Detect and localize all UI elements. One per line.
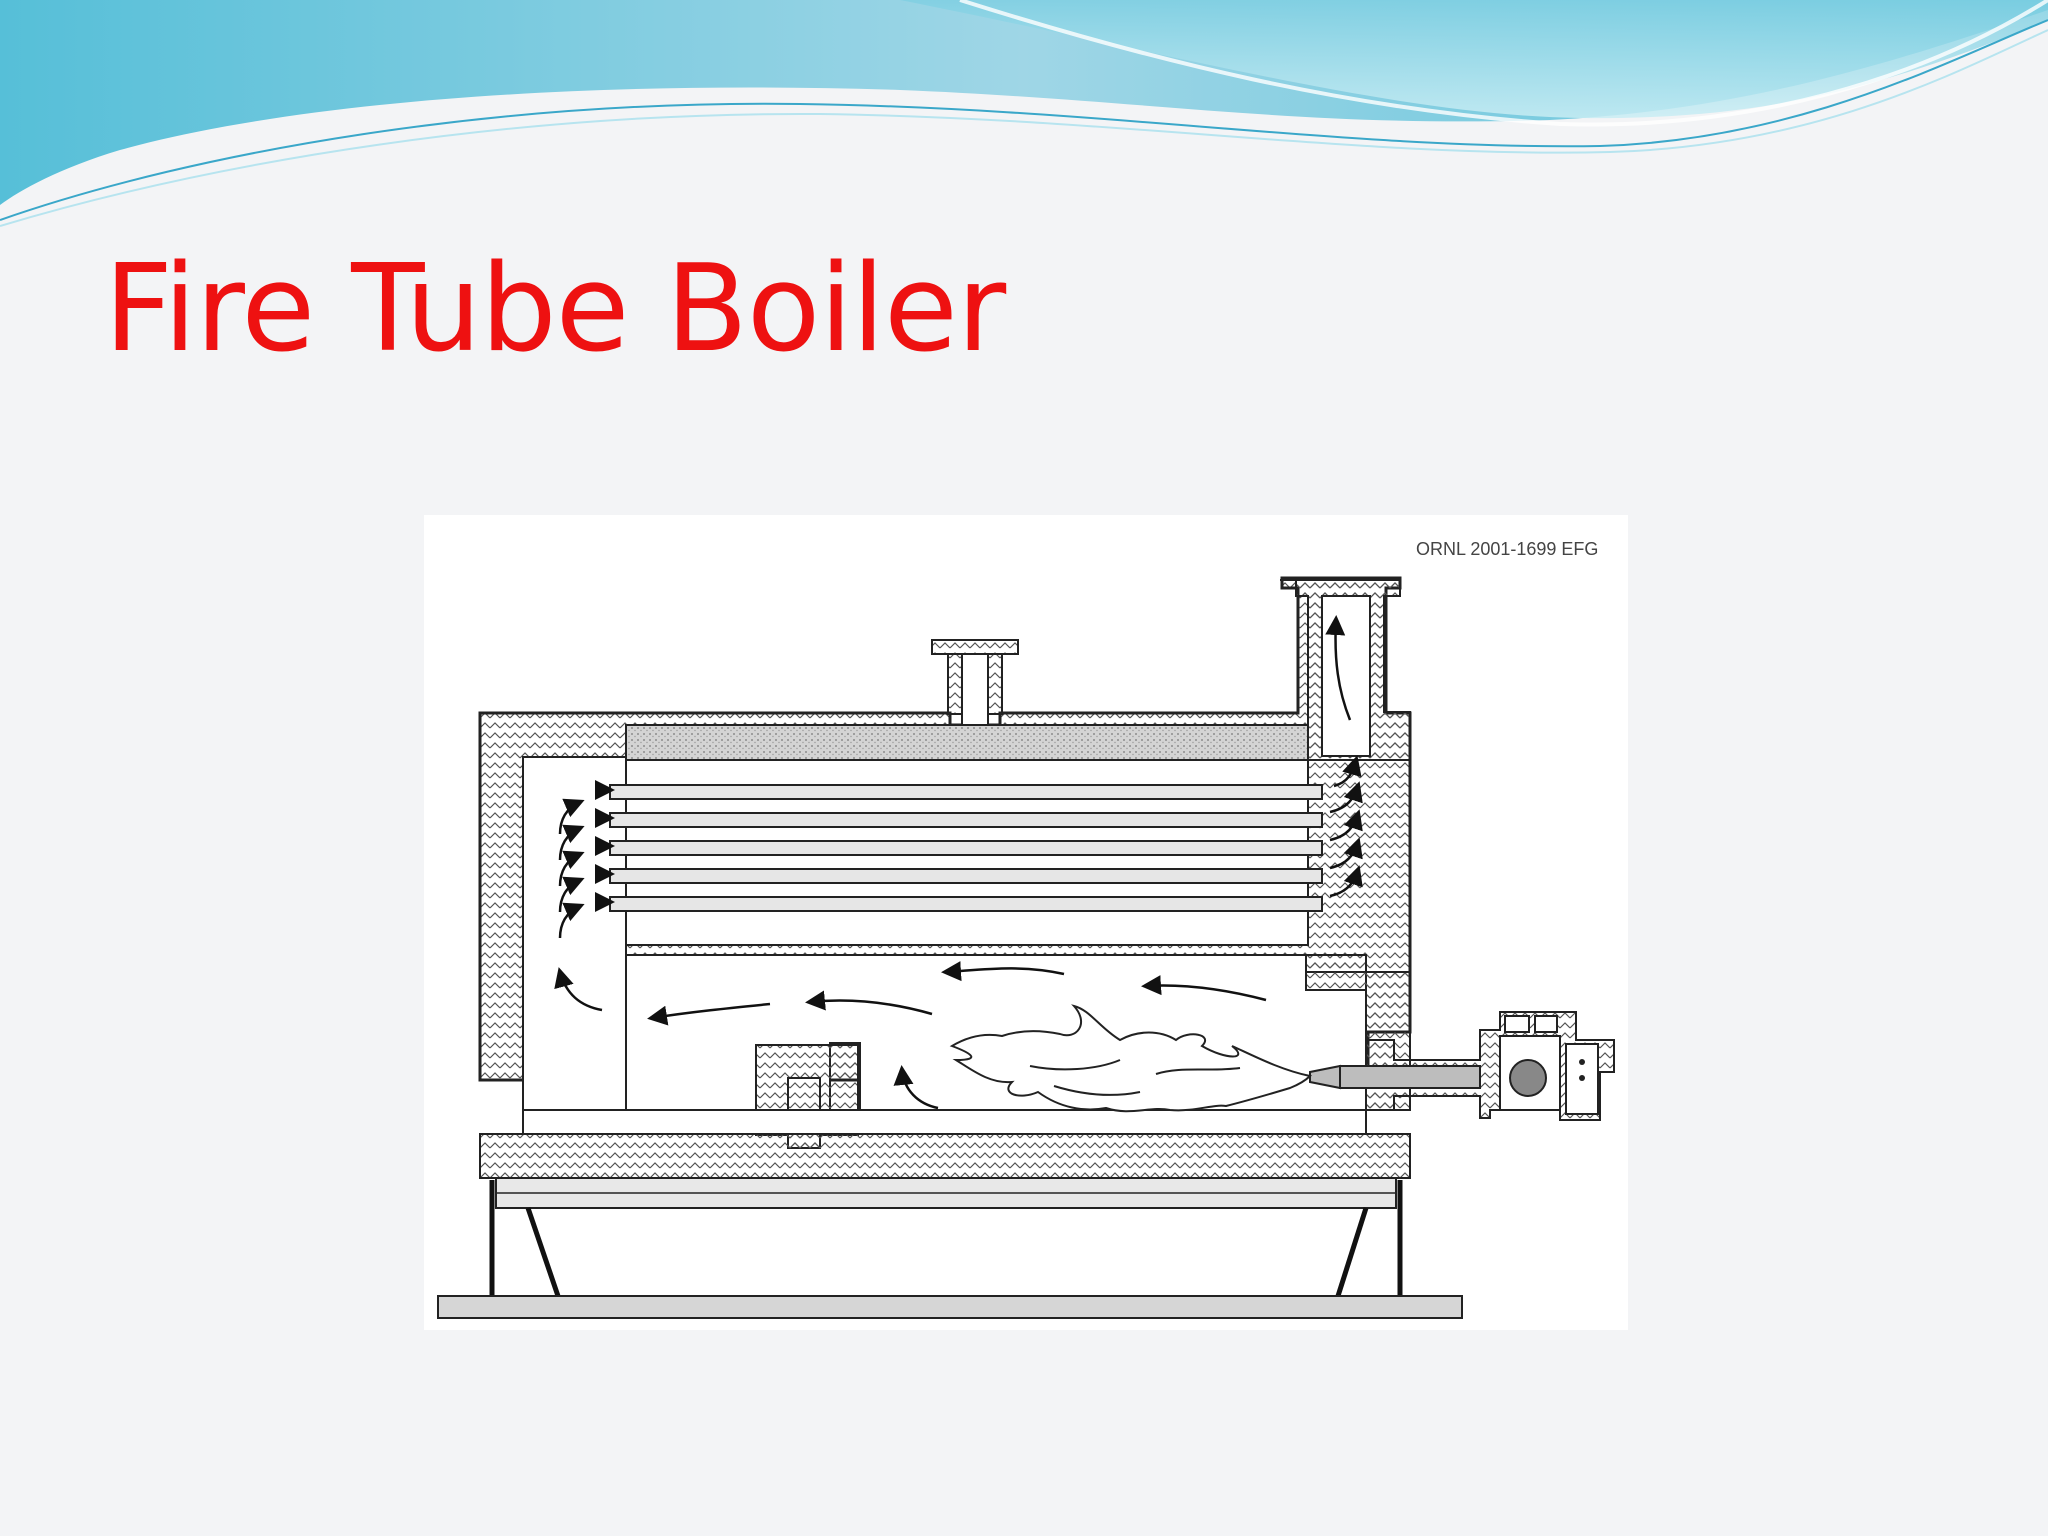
fire-tubes — [609, 784, 1323, 912]
rear-chamber — [522, 756, 627, 1111]
flue-stack — [1280, 579, 1411, 761]
slide-title: Fire Tube Boiler — [104, 240, 1006, 379]
boiler-diagram — [437, 576, 1615, 1319]
burner-assembly — [1309, 1011, 1615, 1121]
steam-outlet-nozzle — [931, 639, 1019, 727]
diagram-credit: ORNL 2001-1699 EFG — [1416, 539, 1599, 559]
base-frame — [437, 1177, 1463, 1319]
flame — [949, 1004, 1313, 1113]
gas-flow-arrows — [554, 615, 1363, 1110]
